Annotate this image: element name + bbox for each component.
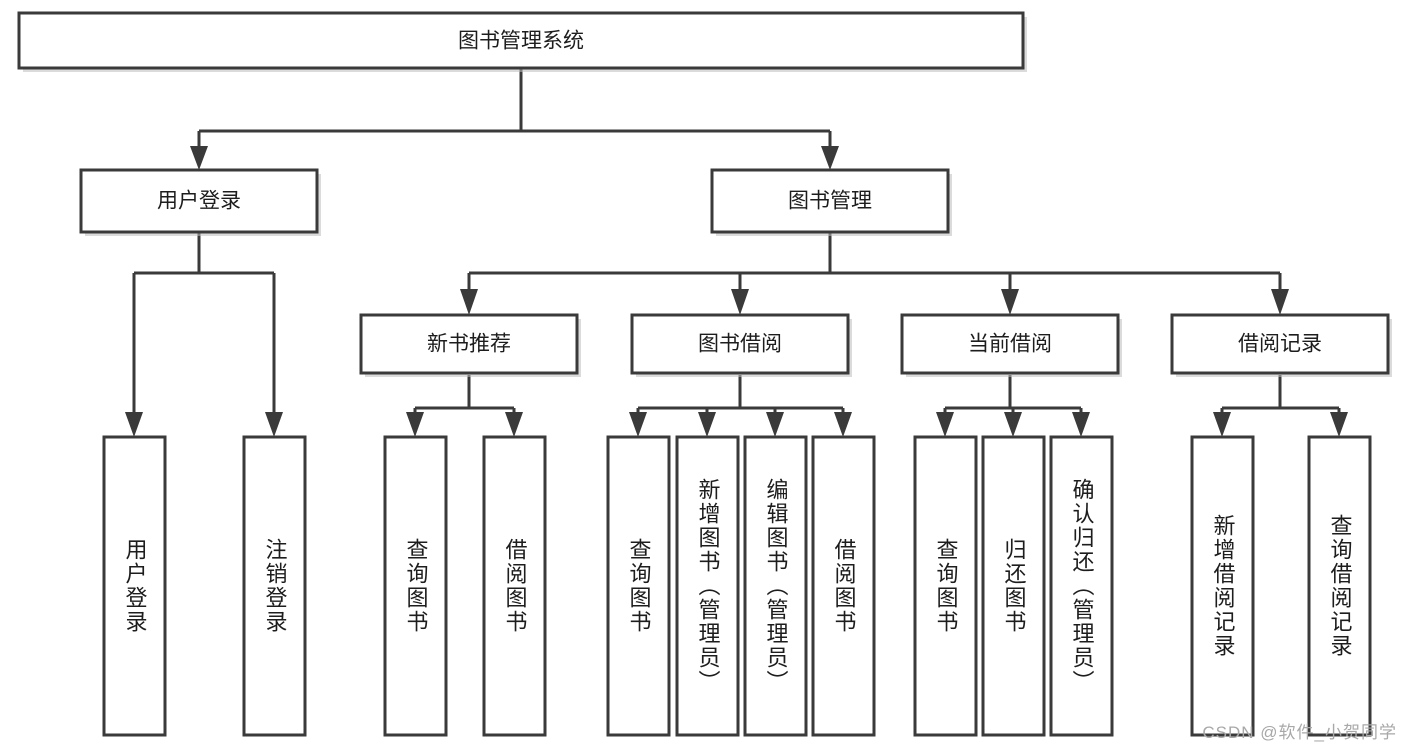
- arrowhead-current-leaf-2: [1004, 412, 1022, 437]
- leaf-box-newbook-query-book[interactable]: [383, 435, 448, 737]
- root-node-box[interactable]: [17, 11, 1025, 70]
- book-management-node-label: 图书管理: [788, 190, 872, 213]
- book-borrow-node-box[interactable]: [630, 313, 850, 375]
- arrowhead-borrow-leaf-3: [766, 412, 784, 437]
- leaf-box-current-return-book[interactable]: [981, 435, 1046, 737]
- arrowhead-user-login: [190, 146, 208, 170]
- arrowhead-borrow-leaf-4: [834, 412, 852, 437]
- arrowhead-leaf-user-login: [125, 412, 143, 437]
- arrowhead-borrow-leaf-2: [698, 412, 716, 437]
- user-login-node-label: 用户登录: [157, 190, 241, 213]
- current-borrow-node-label: 当前借阅: [968, 333, 1052, 356]
- root-node-label: 图书管理系统: [458, 30, 584, 53]
- borrow-record-node-label: 借阅记录: [1238, 333, 1322, 356]
- watermark-text: CSDN @软件_小贺同学: [1202, 723, 1397, 742]
- leaf-box-current-confirm-return[interactable]: [1049, 435, 1114, 737]
- arrowhead-borrow-leaf-1: [629, 412, 647, 437]
- arrowhead-newbook-leaf-2: [505, 412, 523, 437]
- leaf-box-user-login[interactable]: [102, 435, 167, 737]
- leaf-box-borrow-edit-book[interactable]: [743, 435, 808, 737]
- borrow-record-node-box[interactable]: [1170, 313, 1390, 375]
- book-borrow-node-label: 图书借阅: [698, 333, 782, 356]
- arrowhead-record-leaf-1: [1213, 412, 1231, 437]
- current-borrow-node-box[interactable]: [900, 313, 1120, 375]
- node-layer: 图书管理系统 用户登录 图书管理 新书推荐 图书借阅 当前借阅 借阅记录: [17, 11, 1392, 737]
- leaf-box-record-query-record[interactable]: [1307, 435, 1372, 737]
- arrowhead-book-mgmt: [821, 146, 839, 170]
- arrowhead-current-leaf-1: [936, 412, 954, 437]
- new-book-recommend-node-label: 新书推荐: [427, 333, 511, 356]
- leaf-box-record-add-record[interactable]: [1190, 435, 1255, 737]
- arrowhead-record: [1271, 289, 1289, 315]
- book-management-node-box[interactable]: [710, 168, 950, 234]
- leaf-box-newbook-borrow-book[interactable]: [482, 435, 547, 737]
- arrowhead-current: [1001, 289, 1019, 315]
- leaf-box-logout[interactable]: [242, 435, 307, 737]
- new-book-recommend-node-box[interactable]: [359, 313, 579, 375]
- leaf-box-borrow-query-book[interactable]: [606, 435, 671, 737]
- user-login-node-box[interactable]: [79, 168, 319, 234]
- leaf-box-current-query-book[interactable]: [913, 435, 978, 737]
- arrowhead-record-leaf-2: [1330, 412, 1348, 437]
- connector-layer: [125, 68, 1348, 437]
- arrowhead-newbook-leaf-1: [406, 412, 424, 437]
- arrowhead-borrow: [731, 289, 749, 315]
- leaf-box-borrow-add-book[interactable]: [675, 435, 740, 737]
- leaf-box-borrow-borrow-book[interactable]: [811, 435, 876, 737]
- arrowhead-newbook: [460, 289, 478, 315]
- arrowhead-leaf-logout: [265, 412, 283, 437]
- arrowhead-current-leaf-3: [1072, 412, 1090, 437]
